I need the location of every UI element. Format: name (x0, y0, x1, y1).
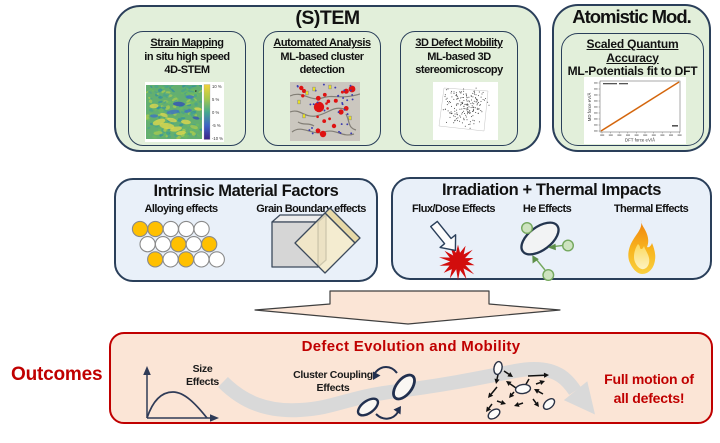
full-motion-label-line2: all defects! (613, 389, 685, 406)
automated-analysis-text: Automated Analysis ML-based cluster dete… (263, 37, 381, 78)
atomistic-card-title2: Accuracy (606, 50, 659, 65)
flux-arrow-icon (430, 220, 457, 252)
size-effects-plot (143, 366, 219, 422)
size-effects-label-line1: Size (192, 363, 213, 375)
thermal-effects-label: Thermal Effects (613, 203, 689, 215)
strain-mapping-title: Strain Mapping (150, 37, 224, 49)
stereo-scatter-image (433, 82, 498, 140)
strain-epsilon-label: ε (195, 88, 197, 93)
defect-mobility-title: 3D Defect Mobility (415, 37, 503, 49)
blue-dots (296, 83, 354, 135)
atomistic-card-text: Scaled Quantum Accuracy ML-Potentials fi… (561, 37, 704, 79)
alloy-atoms-icon (131, 220, 225, 268)
size-effects-label: Size Effects (160, 363, 245, 389)
dft-plot-image: DFT force eV/Å MD force eV/Å (584, 77, 686, 144)
plot-ticks (594, 82, 682, 136)
strain-colorbar-labels: 10 % 5 % 0 % -5 % -10 % (212, 84, 223, 141)
svg-text:5 %: 5 % (212, 97, 219, 102)
thermal-flame-icon (628, 220, 656, 274)
intrinsic-title: Intrinsic Material Factors (153, 182, 339, 200)
defect-mobility-line2: stereomicroscopy (415, 64, 503, 76)
grain-boundary-icon (271, 207, 361, 274)
outcomes-label: Outcomes (11, 364, 103, 385)
dft-xlabel: DFT force eV/Å (625, 138, 655, 143)
cluster-coupling-label-line1: Cluster Coupling (293, 369, 373, 381)
flux-dose-label: Flux/Dose Effects (412, 203, 496, 215)
fake-legend (603, 83, 678, 127)
down-arrow (254, 290, 561, 325)
irradiation-icons (430, 220, 656, 281)
flux-dose-icon (430, 220, 475, 281)
automated-analysis-line1: ML-based cluster (280, 50, 364, 63)
atomistic-card-line1: ML-Potentials fit to DFT (567, 64, 698, 78)
defect-mobility-line1: ML-based 3D (427, 50, 491, 63)
automated-analysis-title: Automated Analysis (273, 37, 371, 49)
grain-boundary-label: Grain Boundary effects (256, 203, 366, 215)
cluster-coupling-icon (356, 366, 416, 420)
atomistic-title: Atomistic Mod. (572, 6, 692, 27)
dft-ylabel: MD force eV/Å (587, 93, 592, 122)
full-motion-label-line1: Full motion of (604, 371, 694, 387)
cluster-coupling-label: Cluster Coupling Effects (288, 369, 378, 395)
atomistic-card-title1: Scaled Quantum (586, 37, 679, 51)
size-effects-label-line2: Effects (186, 376, 219, 388)
svg-text:-5 %: -5 % (212, 123, 221, 128)
strain-mapping-line1: in situ high speed (144, 50, 230, 63)
intrinsic-icons (131, 207, 361, 274)
impact-burst-icon (439, 243, 475, 281)
svg-text:-10 %: -10 % (212, 136, 223, 141)
micrograph-image (290, 82, 360, 141)
he-effects-icon (520, 221, 574, 281)
automated-analysis-line2: detection (299, 64, 345, 76)
yellow-markers (297, 84, 352, 121)
alloying-label: Alloying effects (144, 203, 218, 215)
he-effects-label: He Effects (522, 203, 572, 215)
cluster-coupling-label-line2: Effects (316, 382, 350, 394)
irradiation-title: Irradiation + Thermal Impacts (441, 181, 661, 199)
strain-mapping-line2: 4D-STEM (164, 64, 210, 76)
defect-cluster-icon (486, 360, 556, 420)
svg-text:10 %: 10 % (212, 84, 222, 89)
defect-dots (442, 87, 490, 129)
defect-mobility-text: 3D Defect Mobility ML-based 3D stereomic… (400, 37, 518, 78)
strain-mapping-text: Strain Mapping in situ high speed 4D-STE… (128, 37, 246, 78)
strain-colorbar (203, 84, 211, 140)
outcomes-title: Defect Evolution and Mobility (301, 338, 521, 355)
outcomes-graphics (143, 360, 595, 422)
stem-title: (S)TEM (295, 7, 360, 29)
svg-text:0 %: 0 % (212, 110, 219, 115)
strain-map-blobs (146, 85, 202, 139)
swoosh-arrow (218, 361, 595, 418)
full-motion-label: Full motion of all defects! (595, 370, 703, 407)
strain-map-image: ε 10 % 5 % 0 % -5 % -10 % (145, 82, 224, 142)
